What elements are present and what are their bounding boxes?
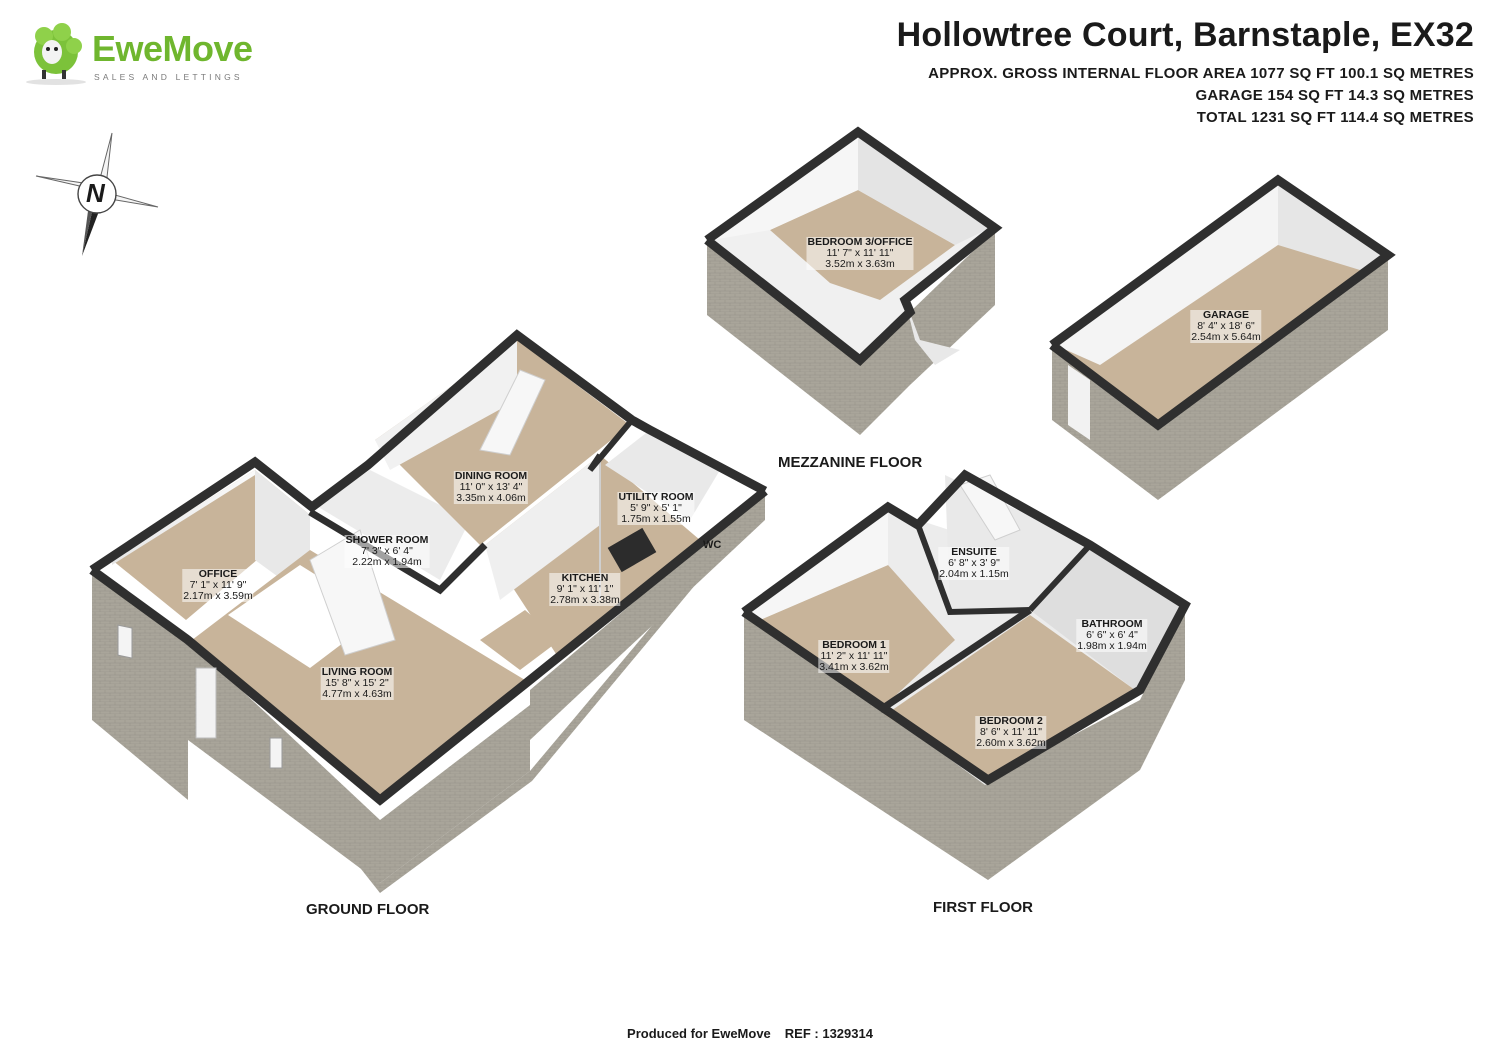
mezzanine-floor-label: MEZZANINE FLOOR (778, 454, 923, 471)
footer-credit: Produced for EweMove REF : 1329314 (0, 1026, 1500, 1041)
brand-tagline: SALES AND LETTINGS (94, 72, 243, 82)
first-floor-label: FIRST FLOOR (933, 899, 1033, 916)
garage-plan (1049, 174, 1396, 500)
ewemove-logo-sheep-icon (26, 23, 86, 85)
mezzanine-floor-plan (704, 126, 1003, 435)
compass-north-label: N (86, 178, 105, 208)
total-area-text: TOTAL 1231 SQ FT 114.4 SQ METRES (1196, 109, 1474, 126)
property-title: Hollowtree Court, Barnstaple, EX32 (896, 16, 1474, 54)
footer-ref-text: REF : 1329314 (784, 1026, 873, 1041)
first-floor-plan (741, 469, 1191, 880)
brand-name: EweMove (92, 28, 253, 69)
garage-area-text: GARAGE 154 SQ FT 14.3 SQ METRES (1195, 87, 1474, 104)
gross-area-text: APPROX. GROSS INTERNAL FLOOR AREA 1077 S… (928, 65, 1474, 82)
footer-produced-text: Produced for EweMove (627, 1026, 771, 1041)
ground-floor-plan (89, 329, 768, 893)
compass-rose-icon (35, 132, 159, 256)
ground-floor-label: GROUND FLOOR (306, 901, 430, 918)
room-label-wc: WC (703, 539, 722, 551)
